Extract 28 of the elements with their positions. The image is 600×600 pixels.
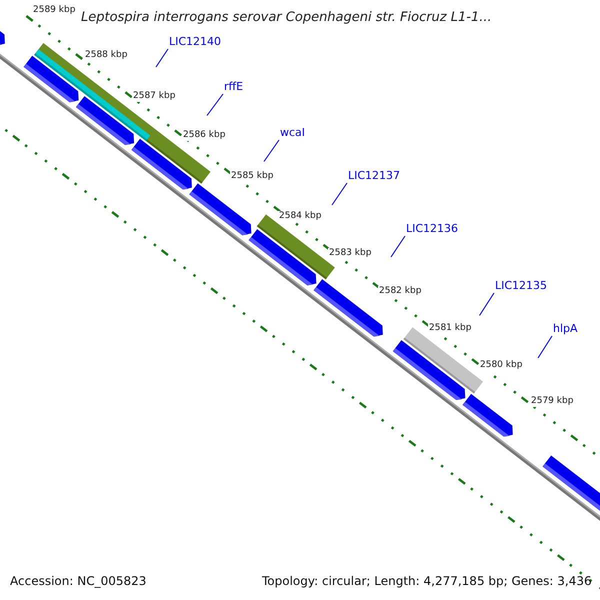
- scale-label: 2589 kbp: [32, 5, 76, 16]
- gene-label: wcaI: [280, 127, 306, 138]
- leader-line: [206, 94, 224, 116]
- footer-text: Accession: NC_005823: [10, 575, 146, 587]
- gene-label: LIC12135: [495, 280, 548, 291]
- leader-line: [479, 292, 494, 316]
- gene-label: LIC12137: [348, 170, 400, 181]
- scale-label: 2585 kbp: [230, 171, 274, 182]
- footer-text: Topology: circular; Length: 4,277,185 bp; Genes: 3,436: [262, 575, 592, 587]
- gene-label: hlpA: [553, 323, 578, 334]
- scale-label: 2587 kbp: [132, 91, 176, 102]
- scale-label: 2582 kbp: [378, 286, 422, 297]
- gene-label: LIC12136: [406, 223, 458, 234]
- scale-label: 2579 kbp: [530, 396, 574, 407]
- leader-line: [538, 336, 552, 358]
- gene-label: LIC12140: [169, 36, 222, 47]
- gene-label: rffE: [224, 81, 244, 92]
- leader-line: [264, 140, 280, 162]
- title: Leptospira interrogans serovar Copenhageni str. Fiocruz L1-1...: [81, 11, 492, 24]
- leader-line: [390, 236, 406, 258]
- scale-label: 2584 kbp: [278, 211, 322, 222]
- scale-label: 2586 kbp: [182, 130, 226, 141]
- leader-line: [332, 182, 348, 206]
- scale-label: 2581 kbp: [428, 323, 472, 334]
- scale-label: 2583 kbp: [328, 248, 372, 259]
- scale-label: 2588 kbp: [84, 50, 128, 61]
- scale-label: 2580 kbp: [479, 360, 524, 371]
- leader-line: [156, 48, 168, 68]
